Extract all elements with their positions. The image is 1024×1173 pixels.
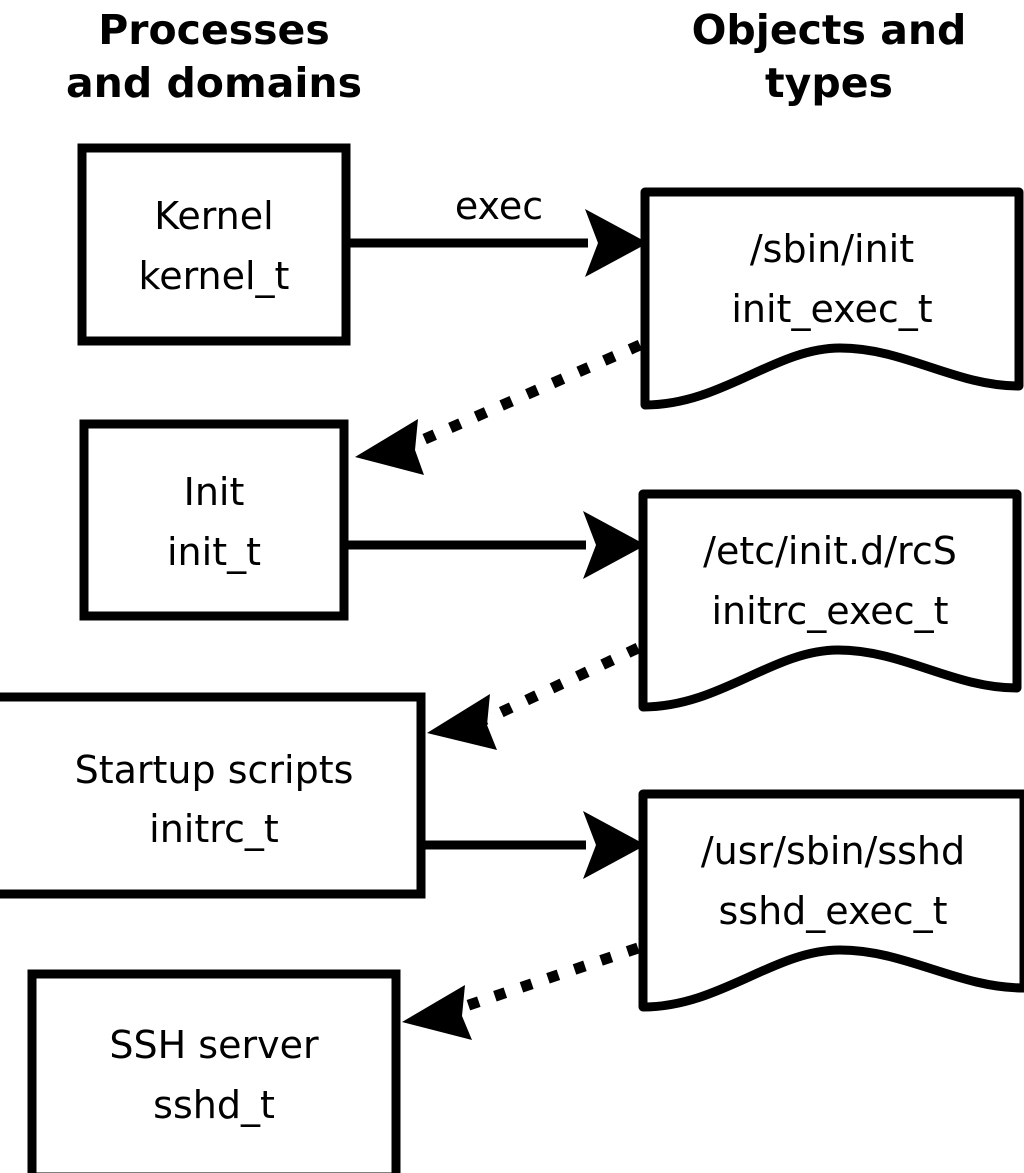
process-node-kernel-name: Kernel (154, 194, 273, 238)
process-node-initrc[interactable]: Startup scripts initrc_t (0, 692, 426, 899)
object-node-sshd_exec[interactable]: /usr/sbin/sshd sshd_exec_t (638, 789, 1024, 1012)
object-node-sshd_exec-type: sshd_exec_t (718, 889, 947, 933)
object-node-sshd_exec-document-shape[interactable] (638, 789, 1024, 1012)
process-node-init-name: Init (184, 470, 245, 514)
object-node-initrc_exec-type: initrc_exec_t (712, 589, 949, 633)
object-node-init_exec-document-shape[interactable] (640, 187, 1024, 410)
edge-kernel-exec-init_exec: exec (350, 184, 648, 277)
arrowhead-icon (355, 419, 424, 475)
process-node-initrc-type: initrc_t (149, 807, 279, 851)
object-node-init_exec-path: /sbin/init (750, 227, 914, 271)
column-header-objects-line1: Objects and (692, 6, 967, 54)
arrowhead-icon (583, 511, 646, 579)
edge-line-dotted (399, 339, 643, 455)
edge-sshd_exec-transition-sshd (402, 942, 640, 1040)
process-node-initrc-box[interactable] (0, 692, 426, 899)
process-node-sshd-name: SSH server (109, 1023, 319, 1067)
process-node-sshd-type: sshd_t (153, 1083, 275, 1127)
edge-init_exec-transition-init (355, 339, 643, 475)
process-node-init[interactable]: Init init_t (79, 419, 349, 621)
edge-label-exec: exec (455, 184, 543, 228)
arrowhead-icon (585, 209, 648, 277)
column-header-objects-line2: types (765, 59, 893, 107)
object-node-initrc_exec-path: /etc/init.d/rcS (703, 529, 957, 573)
column-header-processes: Processes and domains (66, 6, 362, 107)
process-node-initrc-name: Startup scripts (75, 748, 354, 792)
process-node-init-box[interactable] (79, 419, 349, 621)
object-node-initrc_exec[interactable]: /etc/init.d/rcS initrc_exec_t (638, 489, 1022, 712)
edge-init-exec-initrc_exec (348, 511, 646, 579)
column-header-processes-line2: and domains (66, 59, 362, 107)
edge-line-dotted (475, 643, 641, 728)
object-node-sshd_exec-path: /usr/sbin/sshd (701, 829, 965, 873)
object-node-init_exec[interactable]: /sbin/init init_exec_t (640, 187, 1024, 410)
arrowhead-icon (402, 985, 472, 1040)
arrowhead-icon (427, 694, 497, 750)
process-node-kernel-box[interactable] (77, 143, 351, 346)
process-node-init-type: init_t (167, 530, 261, 574)
edge-initrc-exec-sshd_exec (425, 811, 646, 879)
object-node-initrc_exec-document-shape[interactable] (638, 489, 1022, 712)
edge-initrc_exec-transition-initrc (427, 643, 641, 750)
arrowhead-icon (583, 811, 646, 879)
column-header-objects: Objects and types (692, 6, 967, 107)
edge-line-dotted (458, 942, 640, 1014)
process-node-kernel[interactable]: Kernel kernel_t (77, 143, 351, 346)
process-node-kernel-type: kernel_t (139, 254, 290, 298)
column-header-processes-line1: Processes (98, 6, 330, 54)
process-node-sshd-box[interactable] (27, 969, 401, 1173)
process-node-sshd[interactable]: SSH server sshd_t (27, 969, 401, 1173)
object-node-init_exec-type: init_exec_t (731, 287, 932, 331)
